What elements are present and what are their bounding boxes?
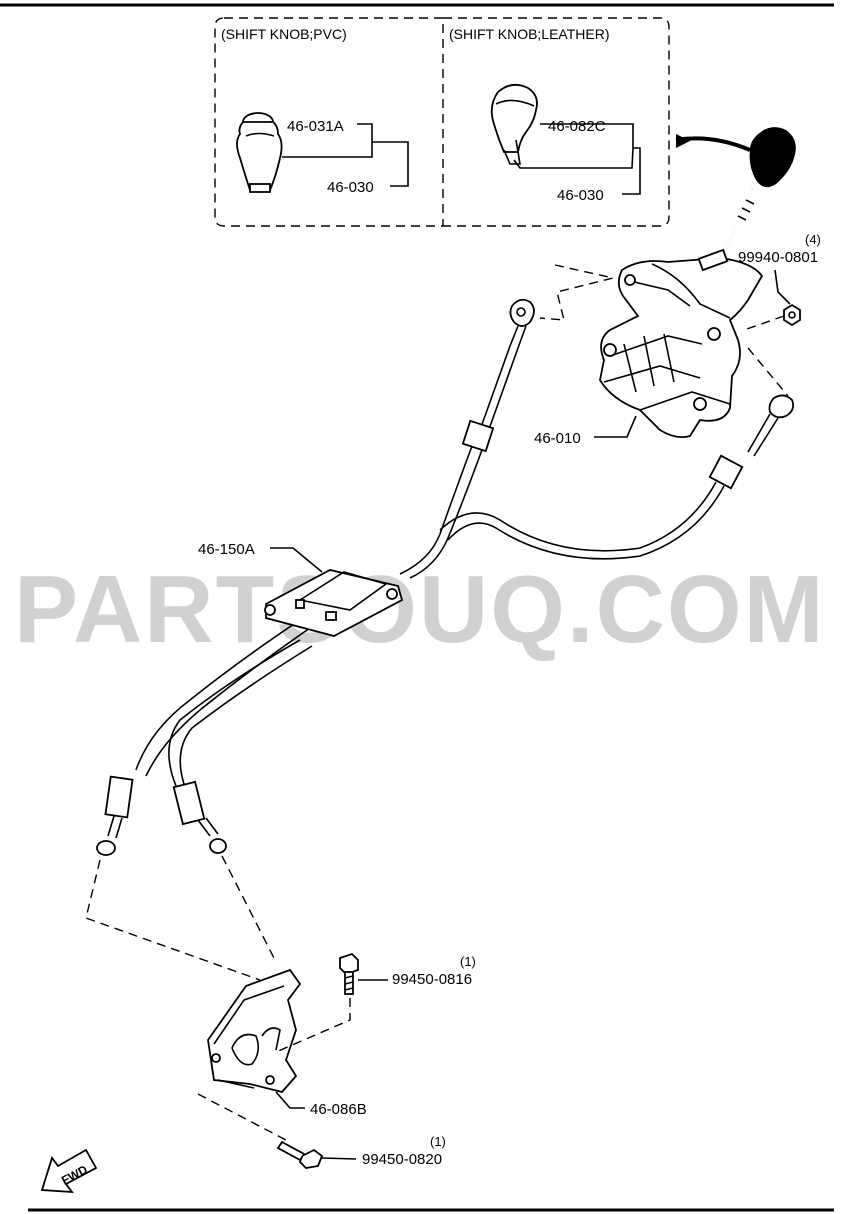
cable-dash-top — [539, 264, 614, 321]
shift-cable — [96, 298, 795, 856]
callout-46-030-pvc: 46-030 — [327, 179, 374, 196]
transmission-bracket-icon — [207, 968, 302, 1094]
callout-99450-0820-qty: (1) — [430, 1134, 446, 1149]
fwd-arrow-icon: FWD — [40, 1148, 98, 1194]
bolt-0820-icon — [276, 1140, 324, 1169]
callout-99450-0820: 99450-0820 — [362, 1151, 442, 1168]
leader-99450-0820 — [321, 1157, 357, 1160]
inset-arrow — [675, 134, 751, 152]
inset-box-leather: (SHIFT KNOB;LEATHER) 46-082C 46-030 — [443, 17, 670, 227]
callout-46-150A: 46-150A — [198, 541, 255, 558]
leader-46-150A — [270, 547, 323, 573]
inset-header-leather: (SHIFT KNOB;LEATHER) — [449, 26, 610, 42]
inset-header-pvc: (SHIFT KNOB;PVC) — [221, 26, 347, 42]
callout-46-031A: 46-031A — [287, 118, 344, 135]
leader-leather — [513, 123, 641, 195]
callout-99450-0816-qty: (1) — [460, 954, 476, 969]
bolt-0816-icon — [339, 952, 359, 995]
leader-pvc — [282, 123, 409, 187]
pvc-knob-icon — [236, 112, 283, 193]
callout-46-030-leather: 46-030 — [557, 187, 604, 204]
leader-99940-0801 — [774, 269, 791, 305]
cable-dash-lower-left — [85, 859, 261, 981]
cable-bracket-icon — [264, 569, 404, 637]
nut-icon — [783, 303, 801, 327]
callout-46-010: 46-010 — [534, 430, 581, 447]
nut-dash — [743, 315, 785, 331]
bolt-0820-dash — [197, 1093, 287, 1141]
callout-99450-0816: 99450-0816 — [392, 971, 472, 988]
leader-46-086B — [275, 1091, 305, 1109]
callout-99940-0801: 99940-0801 — [738, 249, 818, 266]
leather-knob-icon — [490, 83, 538, 165]
cable-dash-right — [747, 347, 789, 397]
bolt-0816-dash — [275, 998, 351, 1053]
shift-knob-icon — [725, 127, 796, 249]
callout-99940-0801-qty: (4) — [805, 232, 821, 247]
callout-46-086B: 46-086B — [310, 1101, 367, 1118]
cable-dash-lower-right — [221, 855, 277, 963]
shift-lever-assembly-icon — [599, 248, 764, 439]
leader-46-010 — [594, 415, 637, 438]
callout-46-082C: 46-082C — [548, 118, 606, 135]
inset-box-pvc: (SHIFT KNOB;PVC) 46-031A 46-030 — [214, 17, 444, 227]
